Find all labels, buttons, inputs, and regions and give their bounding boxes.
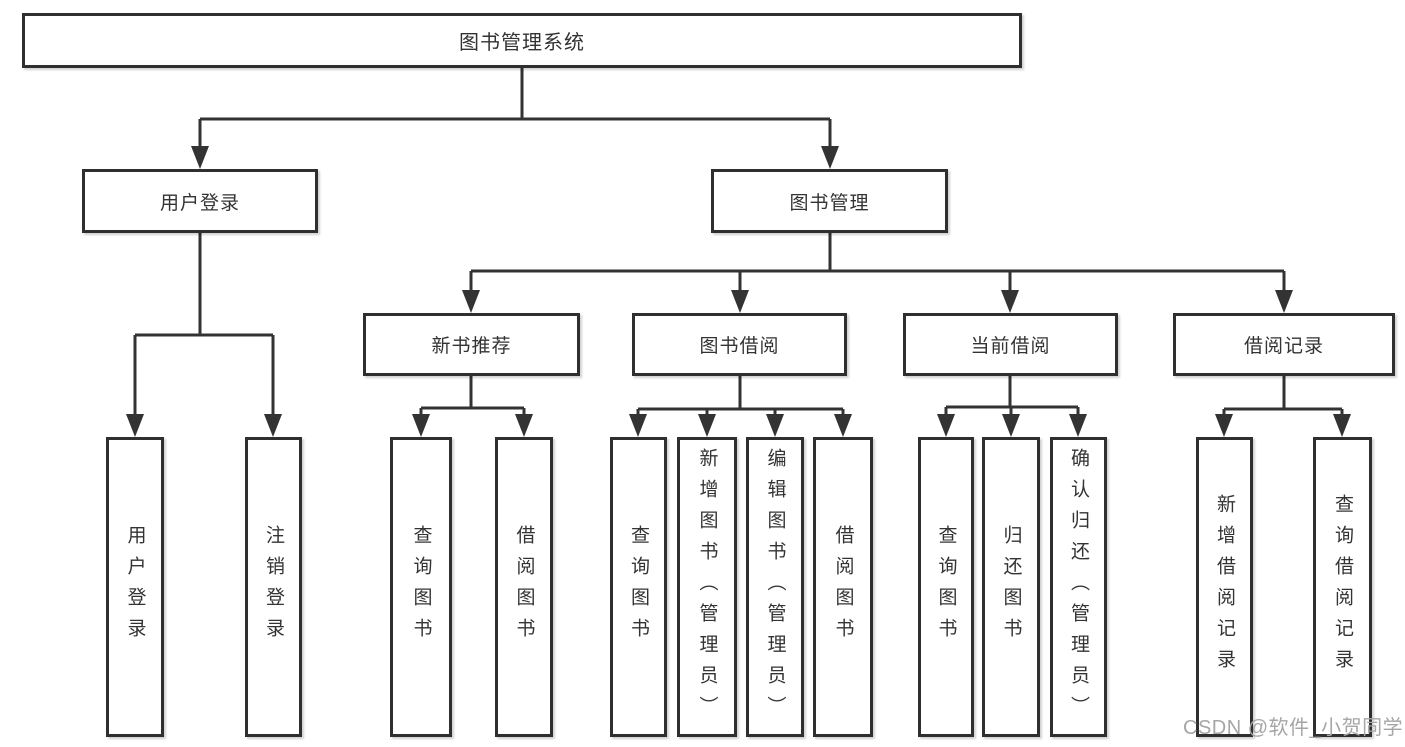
arrowhead <box>731 290 749 313</box>
leaf-edit-book-admin: 编辑图书（管理员） <box>746 437 804 737</box>
arrowhead <box>766 414 784 437</box>
leaf-query-borrow-record: 查询借阅记录 <box>1313 437 1372 737</box>
connector-currentborrow-to-leaves <box>944 376 1080 418</box>
arrowhead <box>937 414 955 437</box>
leaf-logout: 注销登录 <box>245 437 302 737</box>
arrowhead <box>629 414 647 437</box>
arrowhead <box>126 414 144 437</box>
leaf-add-book-admin: 新增图书（管理员） <box>677 437 737 737</box>
arrowhead <box>834 414 852 437</box>
arrowhead <box>1002 414 1020 437</box>
arrowhead <box>462 290 480 313</box>
node-new-book-recommend: 新书推荐 <box>363 313 580 376</box>
node-root: 图书管理系统 <box>22 13 1022 68</box>
leaf-add-borrow-record: 新增借阅记录 <box>1196 437 1253 737</box>
arrowhead <box>264 414 282 437</box>
arrowhead <box>1001 290 1019 313</box>
node-borrow-record: 借阅记录 <box>1173 313 1395 376</box>
leaf-query-books-borrow: 查询图书 <box>610 437 667 737</box>
connector-newbooks-to-leaves <box>419 376 526 418</box>
arrowhead <box>515 414 533 437</box>
leaf-return-book: 归还图书 <box>982 437 1040 737</box>
arrowhead <box>698 414 716 437</box>
arrowhead <box>191 146 209 169</box>
leaf-confirm-return-admin: 确认归还（管理员） <box>1050 437 1107 737</box>
connector-root-to-level2 <box>198 68 832 150</box>
arrowhead <box>821 146 839 169</box>
arrowhead <box>1275 290 1293 313</box>
node-user-login-module: 用户登录 <box>82 169 318 233</box>
leaf-query-books-current: 查询图书 <box>918 437 974 737</box>
node-current-borrow: 当前借阅 <box>903 313 1118 376</box>
watermark: CSDN @软件_小贺同学 <box>1183 717 1404 739</box>
arrowhead <box>412 414 430 437</box>
node-book-management: 图书管理 <box>711 169 948 233</box>
arrowhead <box>1069 414 1087 437</box>
connector-userlogin-to-leaves <box>133 233 275 418</box>
arrowhead <box>1333 414 1351 437</box>
leaf-borrow-books-recommend: 借阅图书 <box>495 437 553 737</box>
leaf-user-login: 用户登录 <box>106 437 164 737</box>
arrowhead <box>1215 414 1233 437</box>
connector-borrowrecords-to-leaves <box>1222 376 1344 418</box>
connector-bookborrow-to-leaves <box>636 376 845 418</box>
leaf-query-books-recommend: 查询图书 <box>390 437 452 737</box>
connector-bookmgmt-to-level3 <box>469 233 1286 294</box>
node-book-borrow: 图书借阅 <box>632 313 847 376</box>
leaf-borrow-books: 借阅图书 <box>813 437 873 737</box>
